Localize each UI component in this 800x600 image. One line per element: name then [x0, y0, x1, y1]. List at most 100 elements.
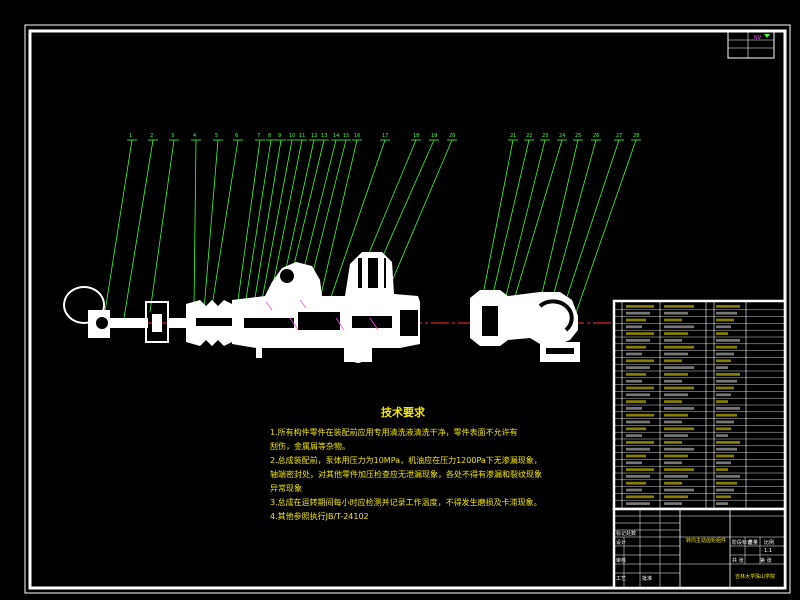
- label-gongyi: 工艺: [616, 576, 626, 582]
- parts-cell-text-mark: [626, 373, 646, 376]
- leader-line: [569, 139, 637, 331]
- parts-cell-text-mark: [626, 400, 646, 403]
- parts-cell-text-mark: [716, 379, 737, 383]
- requirement-line: 1.所有构件零件在装配前应用专用清洗液清洗干净，零件表面不允许有: [270, 428, 518, 437]
- technical-requirements-title: 技术要求: [381, 406, 425, 419]
- leader-line: [149, 139, 175, 313]
- parts-cell-text-mark: [716, 488, 734, 492]
- parts-cell-text-mark: [626, 339, 650, 342]
- part-number-label: 1: [129, 133, 132, 139]
- parts-cell-text-mark: [626, 434, 642, 437]
- parts-cell-text-mark: [626, 447, 650, 451]
- leader-line: [383, 139, 453, 301]
- label-chushu: 处数: [626, 530, 636, 537]
- part-number-label: 8: [268, 133, 271, 139]
- parts-cell-text-mark: [716, 332, 728, 335]
- parts-cell-text-mark: [664, 413, 688, 417]
- requirement-line: 2.总成装配前，泵体用压力为10MPa，机油应在压力1200Pa下无渗漏现象，: [270, 456, 542, 465]
- leader-line: [211, 139, 239, 307]
- parts-cell-text-mark: [716, 366, 728, 369]
- school-name: 吉林大学珠山学院: [735, 573, 775, 580]
- parts-cell-text-mark: [626, 386, 654, 390]
- requirement-line: 4.其他参照执行JB/T-24102: [270, 512, 369, 521]
- parts-cell-text-mark: [716, 373, 740, 376]
- drawing-name: 转向主动齿轮组件: [686, 537, 726, 544]
- part-number-label: 16: [354, 133, 360, 139]
- parts-cell-text-mark: [664, 366, 694, 369]
- leader-line: [505, 139, 546, 297]
- part-number-label: 17: [382, 133, 388, 139]
- outer-border: [24, 24, 791, 594]
- parts-cell-text-mark: [626, 454, 646, 458]
- parts-cell-text-mark: [716, 468, 728, 471]
- parts-cell-text-mark: [626, 488, 642, 492]
- leader-line: [559, 139, 620, 319]
- label-bili: 比例: [764, 539, 774, 546]
- part-number-label: 11: [299, 133, 305, 139]
- parts-cell-text-mark: [716, 352, 734, 356]
- parts-cell-text-mark: [664, 345, 694, 349]
- parts-cell-text-mark: [626, 502, 650, 505]
- parts-cell-text-mark: [664, 420, 682, 424]
- leader-line: [203, 139, 219, 311]
- leader-line: [315, 139, 358, 317]
- parts-cell-text-mark: [716, 311, 737, 315]
- requirement-line: 异常现象: [270, 484, 302, 493]
- parts-cell-text-mark: [716, 359, 731, 363]
- leader-line: [103, 139, 133, 319]
- leader-line: [243, 139, 272, 313]
- parts-cell-text-mark: [626, 441, 654, 444]
- label-sheji: 设计: [616, 539, 626, 546]
- part-number-label: 10: [289, 133, 295, 139]
- parts-cell-text-mark: [716, 481, 737, 485]
- part-number-label: 4: [193, 133, 196, 139]
- parts-cell-text-mark: [664, 461, 682, 465]
- parts-cell-text-mark: [664, 495, 688, 499]
- parts-cell-text-mark: [716, 427, 731, 431]
- part-number-label: 23: [542, 133, 548, 139]
- parts-cell-text-mark: [664, 373, 688, 376]
- parts-cell-text-mark: [626, 393, 650, 397]
- parts-list-table: [612, 299, 787, 511]
- scale-value: 1:1: [764, 548, 772, 554]
- parts-cell-text-mark: [664, 332, 688, 335]
- parts-cell-text-mark: [716, 447, 737, 451]
- drawing-code-box: NV: [727, 31, 775, 59]
- leader-line: [491, 139, 530, 299]
- parts-cell-text-mark: [716, 400, 728, 403]
- parts-cell-text-mark: [716, 318, 734, 322]
- label-jieduan: 阶段标记: [732, 539, 752, 546]
- leader-line: [373, 139, 435, 277]
- part-number-label: 18: [413, 133, 419, 139]
- parts-cell-text-mark: [716, 345, 737, 349]
- part-number-label: 9: [278, 133, 281, 139]
- parts-cell-text-mark: [664, 434, 688, 437]
- parts-cell-text-mark: [716, 393, 731, 397]
- parts-cell-text-mark: [664, 393, 688, 397]
- parts-cell-text-mark: [716, 305, 740, 308]
- parts-cell-text-mark: [716, 441, 740, 444]
- parts-cell-text-mark: [664, 305, 694, 308]
- part-number-label: 5: [215, 133, 218, 139]
- part-number-label: 13: [321, 133, 327, 139]
- parts-cell-text-mark: [664, 325, 694, 329]
- parts-cell-text-mark: [664, 386, 694, 390]
- label-zhongliang: 重量: [748, 539, 758, 546]
- part-number-label: 21: [510, 133, 516, 139]
- label-dizhang: 第 张: [760, 557, 772, 564]
- part-number-label: 6: [235, 133, 238, 139]
- parts-cell-text-mark: [716, 413, 737, 417]
- parts-cell-text-mark: [626, 325, 642, 329]
- parts-cell-text-mark: [716, 420, 734, 424]
- leader-line: [193, 139, 197, 307]
- parts-cell-text-mark: [664, 441, 682, 444]
- parts-cell-text-mark: [664, 468, 694, 471]
- part-number-label: 25: [575, 133, 581, 139]
- parts-cell-text-mark: [664, 379, 682, 383]
- leader-line: [481, 139, 514, 301]
- leader-line: [269, 139, 303, 301]
- parts-cell-text-mark: [626, 318, 646, 322]
- parts-cell-text-mark: [626, 481, 646, 485]
